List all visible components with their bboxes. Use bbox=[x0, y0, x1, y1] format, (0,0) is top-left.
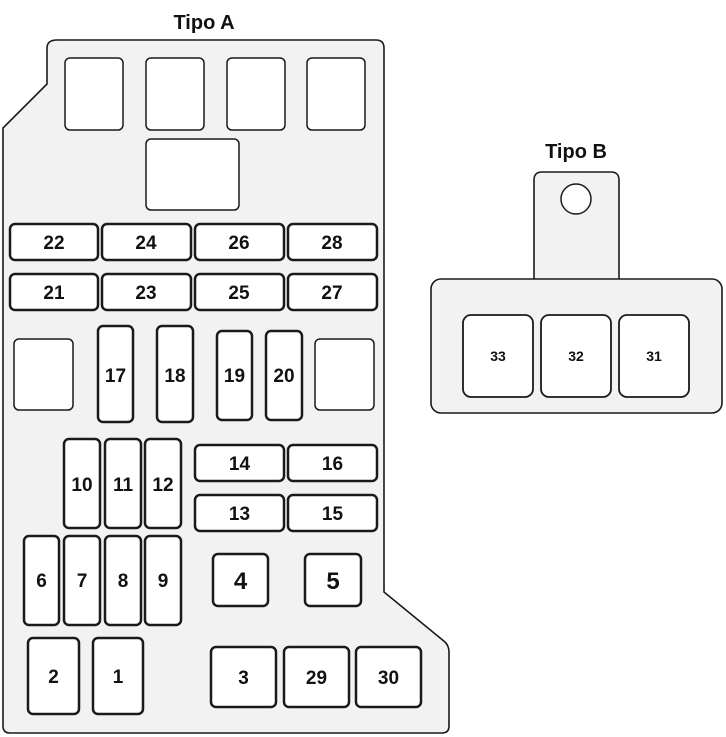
fuse-24-label: 24 bbox=[135, 233, 157, 254]
fuse-29 bbox=[282, 645, 351, 709]
fuse-17 bbox=[96, 324, 135, 424]
fuse-28 bbox=[286, 222, 379, 262]
fuse-5-label: 5 bbox=[326, 568, 339, 595]
fuse-14-label: 14 bbox=[229, 454, 251, 475]
tipo-b-mounting-tab bbox=[533, 171, 620, 279]
fuse-12 bbox=[143, 437, 183, 530]
fuse-24 bbox=[100, 222, 193, 262]
fuse-20 bbox=[264, 329, 304, 422]
fuse-30-label: 30 bbox=[378, 668, 399, 689]
fuse-4-label: 4 bbox=[234, 568, 248, 595]
fuse-33-label: 33 bbox=[490, 348, 506, 364]
fuse-32 bbox=[540, 314, 612, 398]
relay-socket bbox=[145, 138, 240, 211]
fuse-20-label: 20 bbox=[273, 366, 294, 387]
fuse-2-label: 2 bbox=[48, 667, 59, 688]
fuse-8-label: 8 bbox=[118, 571, 129, 592]
fuse-22 bbox=[8, 222, 100, 262]
fuse-33 bbox=[462, 314, 534, 398]
fuse-17-label: 17 bbox=[105, 366, 126, 387]
fuse-10-label: 10 bbox=[71, 475, 92, 496]
fuse-4 bbox=[211, 552, 270, 608]
fuse-13 bbox=[193, 493, 286, 533]
relay-socket bbox=[13, 338, 74, 411]
fuse-3 bbox=[209, 645, 278, 709]
fuse-15-label: 15 bbox=[322, 504, 344, 525]
fuse-3-label: 3 bbox=[238, 668, 249, 689]
fuse-26 bbox=[193, 222, 286, 262]
tipo-a-title: Tipo A bbox=[173, 12, 234, 34]
relay-socket bbox=[306, 57, 366, 131]
fuse-8 bbox=[103, 534, 143, 627]
fuse-1-label: 1 bbox=[113, 667, 124, 688]
relay-socket bbox=[314, 338, 375, 411]
fuse-19-label: 19 bbox=[224, 366, 245, 387]
fuse-18 bbox=[155, 324, 195, 424]
fuse-28-label: 28 bbox=[321, 233, 342, 254]
fuse-1 bbox=[91, 636, 145, 716]
fuse-12-label: 12 bbox=[152, 475, 173, 496]
fuse-18-label: 18 bbox=[164, 366, 185, 387]
fuse-15 bbox=[286, 493, 379, 533]
fuse-13-label: 13 bbox=[229, 504, 250, 525]
fuse-7-label: 7 bbox=[77, 571, 88, 592]
fuse-11-label: 11 bbox=[113, 475, 134, 496]
fuse-10 bbox=[62, 437, 102, 530]
relay-socket bbox=[64, 57, 124, 131]
fuse-27-label: 27 bbox=[321, 283, 342, 304]
fuse-7 bbox=[62, 534, 102, 627]
fuse-31 bbox=[618, 314, 690, 398]
fuse-25 bbox=[193, 272, 286, 312]
fuse-9 bbox=[143, 534, 183, 627]
fuse-5 bbox=[303, 552, 363, 608]
fuse-27 bbox=[286, 272, 379, 312]
fuse-19 bbox=[215, 329, 254, 422]
fuse-30 bbox=[354, 645, 423, 709]
mounting-hole bbox=[560, 183, 592, 215]
tipo-b-title: Tipo B bbox=[545, 141, 607, 163]
fuse-25-label: 25 bbox=[228, 283, 250, 304]
fuse-2 bbox=[26, 636, 81, 716]
fuse-14 bbox=[193, 443, 286, 483]
fuse-32-label: 32 bbox=[568, 348, 584, 364]
fuse-11 bbox=[103, 437, 143, 530]
fuse-16 bbox=[286, 443, 379, 483]
fuse-22-label: 22 bbox=[43, 233, 64, 254]
fuse-16-label: 16 bbox=[322, 454, 343, 475]
fuse-6 bbox=[22, 534, 61, 627]
relay-socket bbox=[145, 57, 205, 131]
fuse-21 bbox=[8, 272, 100, 312]
fuse-21-label: 21 bbox=[43, 283, 65, 304]
fuse-29-label: 29 bbox=[306, 668, 327, 689]
fuse-23-label: 23 bbox=[135, 283, 156, 304]
fuse-23 bbox=[100, 272, 193, 312]
fuse-6-label: 6 bbox=[36, 571, 47, 592]
relay-socket bbox=[226, 57, 286, 131]
fuse-9-label: 9 bbox=[158, 571, 169, 592]
fuse-31-label: 31 bbox=[646, 348, 662, 364]
fuse-26-label: 26 bbox=[228, 233, 249, 254]
